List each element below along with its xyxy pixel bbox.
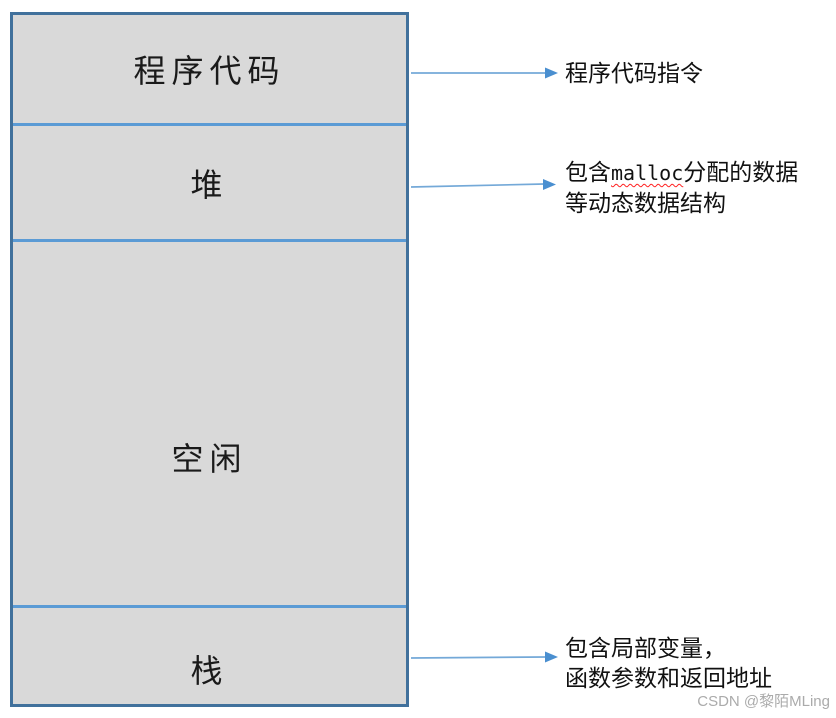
annotation-heap-suffix: 分配的数据 — [683, 159, 799, 185]
section-label-free: 空闲 — [171, 440, 248, 477]
arrow-code-icon — [411, 67, 558, 79]
section-label-program-code: 程序代码 — [133, 53, 286, 89]
section-free: 空闲 — [13, 242, 406, 608]
memory-box: 程序代码 堆 空闲 栈 — [10, 12, 409, 707]
csdn-watermark: CSDN @黎陌MLing — [697, 693, 830, 710]
section-heap: 堆 — [13, 126, 406, 242]
annotation-heap-prefix: 包含 — [565, 159, 611, 185]
annotation-stack-line2: 函数参数和返回地址 — [565, 665, 772, 691]
section-stack: 栈 — [13, 608, 406, 704]
annotation-heap: 包含malloc分配的数据 等动态数据结构 — [565, 157, 798, 218]
annotation-heap-malloc-token: malloc — [611, 161, 684, 185]
annotation-heap-line2: 等动态数据结构 — [565, 190, 726, 216]
section-label-stack: 栈 — [190, 653, 229, 689]
annotation-stack: 包含局部变量， 函数参数和返回地址 — [565, 633, 772, 693]
section-label-heap: 堆 — [190, 166, 229, 203]
annotation-stack-line1: 包含局部变量， — [565, 635, 726, 661]
section-program-code: 程序代码 — [13, 15, 406, 126]
arrow-heap-icon — [410, 179, 556, 190]
annotation-program-code-line1: 程序代码指令 — [565, 60, 703, 86]
arrow-stack-icon — [410, 651, 558, 663]
annotation-program-code: 程序代码指令 — [565, 58, 703, 88]
annotation-heap-line1: 包含malloc分配的数据 — [565, 157, 798, 188]
